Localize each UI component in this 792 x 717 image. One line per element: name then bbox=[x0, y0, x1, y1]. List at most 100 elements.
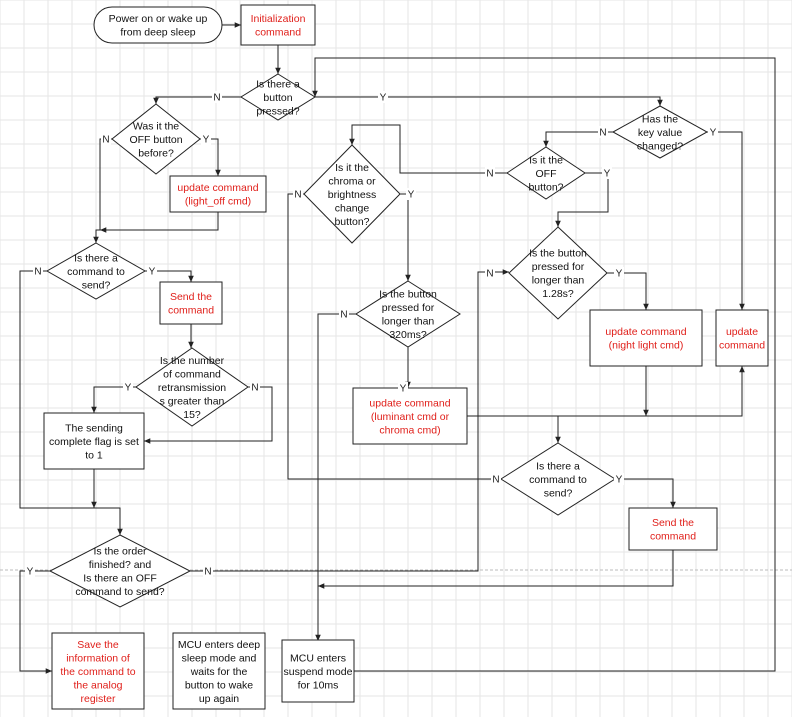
node-text-line: Send the bbox=[170, 291, 212, 303]
connector-label-no: N bbox=[599, 128, 606, 139]
decision-diamond bbox=[240, 73, 316, 121]
connector-label-bg bbox=[33, 265, 43, 277]
node-text-line: finished? and bbox=[89, 559, 152, 571]
connector-label-bg bbox=[485, 267, 495, 279]
connector-label-bg bbox=[339, 308, 349, 320]
node-text-line: Is there an OFF bbox=[83, 573, 157, 585]
connector-label-yes: Y bbox=[616, 475, 623, 486]
node-text-line: the command to bbox=[60, 666, 135, 678]
process-box bbox=[589, 309, 703, 367]
process-box bbox=[169, 175, 267, 213]
node-text-line: button? bbox=[334, 216, 369, 228]
connector-label-no: N bbox=[213, 93, 220, 104]
connector-arrow bbox=[349, 124, 507, 174]
connector-arrow bbox=[19, 270, 123, 535]
process-box bbox=[172, 632, 266, 710]
node-text-line: (night light cmd) bbox=[609, 340, 684, 352]
node-text-line: Is the order bbox=[93, 546, 147, 558]
connector-arrow bbox=[91, 386, 136, 413]
node-text-line: complete flag is set bbox=[49, 436, 139, 448]
node-text-line: chroma or bbox=[328, 175, 376, 187]
node-text-line: command to bbox=[67, 266, 125, 278]
connector-label-yes: Y bbox=[408, 190, 415, 201]
node-text-line: send? bbox=[82, 279, 111, 291]
connector-label-bg bbox=[598, 126, 608, 138]
node-text-line: Is the button bbox=[379, 289, 437, 301]
node-text-line: command bbox=[719, 340, 765, 352]
node-text-line: Is there a bbox=[74, 252, 118, 264]
node-text-line: command bbox=[168, 305, 214, 317]
node-text-line: OFF button bbox=[129, 134, 182, 146]
node-text-line: button to wake bbox=[185, 679, 253, 691]
connector-arrow bbox=[153, 96, 241, 104]
process-box bbox=[51, 632, 145, 710]
connector-label-bg bbox=[602, 167, 612, 179]
connector-arrow bbox=[707, 131, 745, 310]
connector-label-bg bbox=[25, 565, 35, 577]
connector-arrow bbox=[100, 212, 219, 233]
connector-label-no: N bbox=[492, 475, 499, 486]
connector-label-bg bbox=[614, 473, 624, 485]
connector-label-bg bbox=[485, 167, 495, 179]
connector-label-yes: Y bbox=[125, 383, 132, 394]
node-text-line: button? bbox=[528, 181, 563, 193]
node-text-line: update command bbox=[369, 397, 450, 409]
connector-arrow bbox=[312, 57, 776, 672]
connector-label-no: N bbox=[294, 190, 301, 201]
connector-arrow bbox=[615, 478, 676, 508]
connector-arrow bbox=[543, 131, 613, 147]
node-text-line: to 1 bbox=[85, 449, 103, 461]
node-text-line: chroma cmd) bbox=[379, 424, 440, 436]
connector-arrow bbox=[315, 313, 356, 641]
node-text-line: Is the number bbox=[160, 355, 225, 367]
node-text-line: (light_off cmd) bbox=[185, 196, 251, 208]
connector-label-no: N bbox=[204, 567, 211, 578]
connector-label-bg bbox=[406, 188, 416, 200]
node-text-line: suspend mode bbox=[284, 666, 353, 678]
node-text-line: OFF bbox=[536, 168, 557, 180]
connector-arrow bbox=[555, 172, 609, 227]
decision-diamond bbox=[506, 146, 586, 200]
node-text-line: MCU enters deep bbox=[178, 639, 260, 651]
connector-arrow bbox=[145, 270, 194, 282]
connector-label-yes: Y bbox=[400, 384, 407, 395]
connector-label-no: N bbox=[251, 383, 258, 394]
process-box bbox=[43, 412, 145, 470]
process-box bbox=[352, 387, 468, 445]
process-box bbox=[240, 4, 316, 46]
connector-label-yes: Y bbox=[380, 93, 387, 104]
process-box bbox=[159, 281, 223, 325]
connector-label-bg bbox=[250, 381, 260, 393]
connector-label-no: N bbox=[34, 267, 41, 278]
decision-diamond bbox=[48, 534, 192, 608]
node-text-line: 15? bbox=[183, 409, 201, 421]
node-text-line: Send the bbox=[652, 517, 694, 529]
node-text-line: command to send? bbox=[75, 586, 164, 598]
connector-label-yes: Y bbox=[27, 567, 34, 578]
node-text-line: Is it the bbox=[529, 154, 563, 166]
node-text-line: retransmission bbox=[158, 382, 226, 394]
connector-label-yes: Y bbox=[604, 169, 611, 180]
node-text-line: for 10ms bbox=[298, 679, 339, 691]
node-text-line: Power on or wake up bbox=[109, 13, 208, 25]
node-text-line: send? bbox=[544, 487, 573, 499]
connector-arrow bbox=[315, 96, 663, 106]
connector-label-no: N bbox=[102, 135, 109, 146]
terminal-box bbox=[93, 6, 223, 44]
node-text-line: Has the bbox=[642, 113, 678, 125]
node-update-light-off: update command(light_off cmd) bbox=[169, 175, 267, 213]
node-text-line: waits for the bbox=[190, 666, 248, 678]
